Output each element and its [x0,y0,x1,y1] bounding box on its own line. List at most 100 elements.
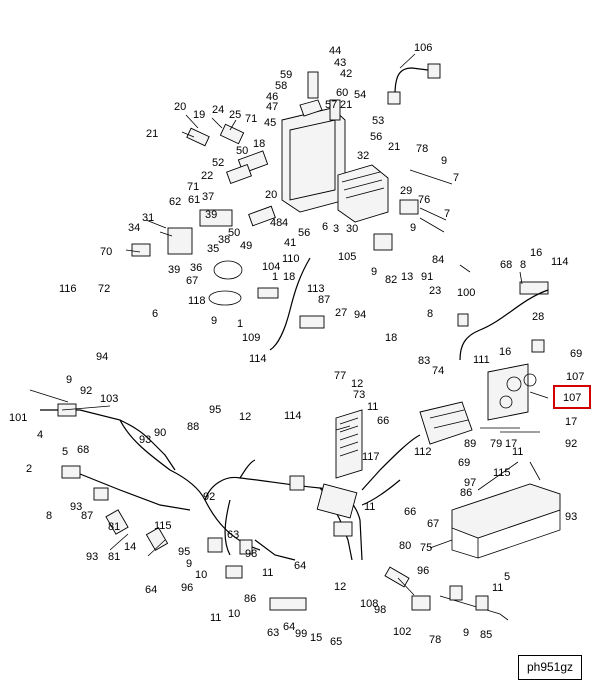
callout: 13 [401,271,413,283]
callout: 80 [399,540,411,552]
callout: 98 [245,548,257,560]
callout: 46 [266,91,278,103]
callout: 11 [367,401,378,413]
callout: 48 [270,217,282,229]
callout: 28 [532,311,544,323]
callout: 11 [492,582,503,594]
callout: 75 [420,542,432,554]
callout: 37 [202,191,214,203]
callout: 35 [207,243,219,255]
callout: 15 [310,632,322,644]
callout: 7 [444,208,450,220]
callout: 1 [272,271,278,283]
callout: 24 [212,104,224,116]
callout: 112 [414,446,432,458]
callout: 39 [205,209,217,221]
callout: 84 [432,254,444,266]
callout: 12 [239,411,251,423]
callout: 5 [62,446,68,458]
callout: 43 [334,57,346,69]
callout: 115 [493,467,511,479]
callout: 70 [100,246,112,258]
callout: 39 [168,264,180,276]
callout: 14 [124,541,136,553]
callout: 113 [307,283,325,295]
callout: 93 [565,511,577,523]
callout: 9 [211,315,217,327]
callout: 11 [210,612,221,624]
ecu-module [335,409,363,479]
callout: 96 [417,565,429,577]
callout: 97 [464,477,476,489]
bracket-74 [487,363,529,421]
callout: 9 [186,558,192,570]
callout: 90 [154,427,166,439]
diagram-artwork [29,63,561,621]
callout: 6 [152,308,158,320]
callout: 87 [318,294,330,306]
callout: 12 [351,378,363,390]
callout: 104 [262,261,280,273]
callout: 63 [227,529,239,541]
callout: 42 [340,68,352,80]
callout: 114 [551,256,569,268]
main-harness [40,409,261,551]
callout: 114 [284,410,302,422]
hose-109 [269,257,311,351]
callout: 71 [245,113,257,125]
callout: 25 [229,109,241,121]
callout: 58 [275,80,287,92]
callout: 64 [283,621,295,633]
callout: 114 [249,353,267,365]
callout: 21 [388,141,400,153]
callout: 79 [490,438,502,450]
callout: 64 [145,584,157,596]
callout: 102 [393,626,411,638]
callout: 111 [473,354,490,366]
callout: 23 [429,285,441,297]
callout: 44 [329,45,341,57]
callout: 36 [190,262,202,274]
callout: 65 [330,636,342,648]
callout: 86 [244,593,256,605]
callout: 94 [96,351,108,363]
callout: 4 [37,429,43,441]
callout: 91 [421,271,433,283]
callout: 72 [98,283,110,295]
callout: 99 [295,628,307,640]
callout: 9 [441,155,447,167]
callout: 59 [280,69,292,81]
callout: 31 [142,212,154,224]
callout: 21 [340,99,352,111]
callout: 10 [195,569,207,581]
callout: 95 [209,404,221,416]
callout: 9 [463,627,469,639]
callout: 107 [566,371,584,383]
callout: 16 [499,346,511,358]
callout: 47 [266,101,278,113]
callout: 108 [360,598,378,610]
callout: 67 [186,275,198,287]
callout: 74 [432,365,444,377]
callout: 27 [335,307,347,319]
callout: 57 [325,99,337,111]
callout: 34 [128,222,140,234]
leader-lines [61,53,549,549]
callout: 67 [427,518,439,530]
callout: 69 [458,457,470,469]
callout: 21 [146,128,158,140]
callout: 117 [362,451,380,463]
callout: 61 [188,194,200,206]
hydraulic-valve [419,401,473,445]
callout: 92 [80,385,92,397]
callout: 18 [385,332,397,344]
callout: 12 [334,581,346,593]
callout: 18 [283,271,295,283]
drawing-id-label: ph951gz [518,655,582,680]
callout: 105 [338,251,356,263]
callout: 95 [178,546,190,558]
callout-numbers: 106 44 43 42 59 58 46 47 45 60 57 21 54 … [9,42,591,648]
callout: 109 [242,332,260,344]
callout: 18 [253,138,265,150]
